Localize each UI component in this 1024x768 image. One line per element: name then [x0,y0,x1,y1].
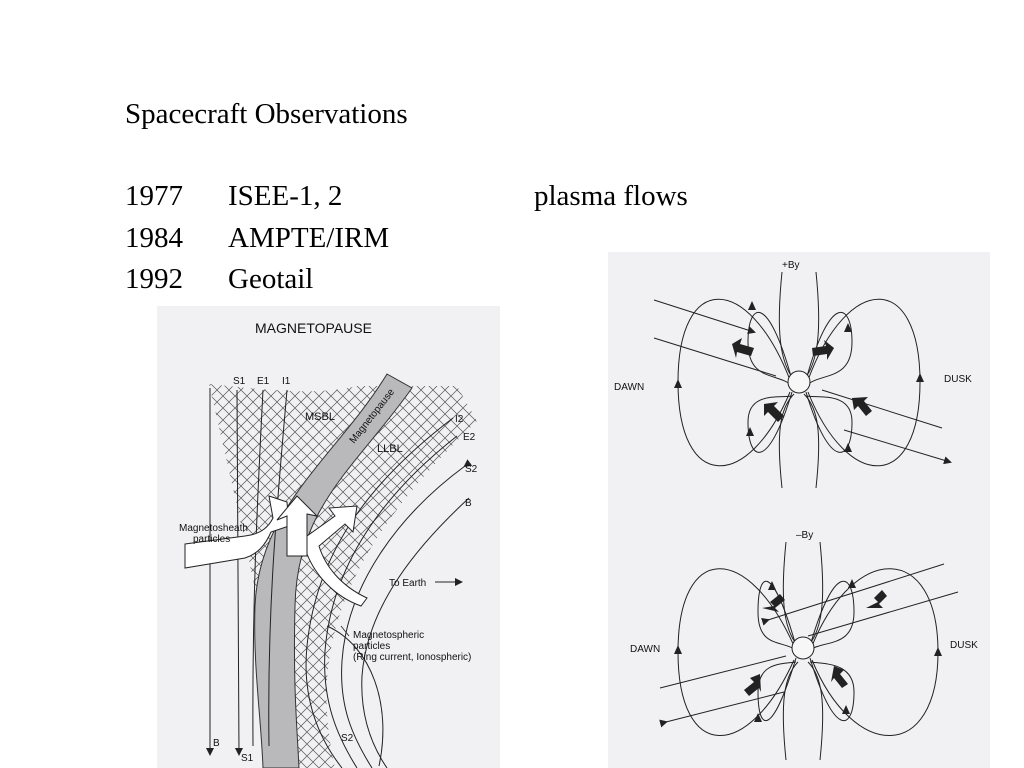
label-s1-bottom: S1 [241,753,254,764]
field-loop [805,391,853,453]
earth-circle [787,370,811,394]
bottom-dusk-label: DUSK [950,640,978,651]
field-loop [805,311,853,387]
top-flow-panel: +By DAWN DUSK [614,260,972,489]
loop-arrow [934,647,942,656]
magnetosheath-label: Magnetosheath [179,523,248,534]
bottom-panel-label: –By [796,530,813,541]
bold-flow-arrow [744,674,761,696]
label-e1: E1 [257,376,270,387]
field-line [807,541,824,647]
field-line [341,459,473,768]
field-line [803,393,820,489]
bottom-flow-panel: –By DAWN DUSK [630,530,978,761]
label-s2-bottom: S2 [341,733,354,744]
magnetospheric-flow-arrow [306,505,368,607]
field-line [807,661,824,761]
magnetospheric-label: (Ring current, Ionospheric) [353,652,471,663]
plasma-flow-diagram: +By DAWN DUSK –By DAWN [608,252,990,768]
bold-flow-arrow [762,594,785,612]
label-msbl: MSBL [305,411,335,423]
label-s2-right: S2 [465,464,478,475]
flow-line [659,655,787,689]
loop-arrow [754,713,762,722]
bold-flow-arrow [812,340,834,360]
plasma-flows-label: plasma flows [534,180,688,212]
magnetosheath-label: particles [193,534,230,545]
flow-line [843,429,952,465]
slide-title: Spacecraft Observations [125,98,408,130]
label-i1: I1 [282,376,291,387]
field-line [305,417,454,768]
field-loop [809,580,855,651]
flow-line [653,299,756,334]
mission-year: 1977 [125,180,183,212]
label-b-right: B [465,498,472,509]
field-line [803,271,820,381]
field-line [252,389,264,747]
magnetospheric-leader-line [340,625,350,637]
flow-line [821,389,943,429]
flow-line [761,563,945,626]
field-loop [747,311,793,387]
field-line [782,541,799,647]
bold-flow-arrow [732,338,754,358]
field-line [268,389,288,747]
bold-flow-arrow [866,590,887,608]
magnetopause-diagram: MAGNETOPAUSE Magnetopause S1 E1 I1 MSBL … [157,306,500,768]
bottom-dawn-label: DAWN [630,644,660,655]
flow-line [659,691,785,728]
magnetospheric-label: particles [353,641,390,652]
field-line [324,435,458,768]
bold-flow-arrow [852,397,872,416]
mission-spacecraft: AMPTE/IRM [228,222,390,254]
field-line [782,661,799,761]
flow-line [807,591,959,637]
loop-arrow [746,427,754,436]
top-dusk-label: DUSK [944,374,972,385]
top-dawn-label: DAWN [614,382,644,393]
field-loop [757,657,797,722]
label-i2: I2 [455,414,464,425]
bold-flow-arrow [764,402,784,422]
label-llbl: LLBL [377,443,403,455]
loop-arrow [916,373,924,382]
bold-flow-arrow [831,666,848,688]
mission-spacecraft: Geotail [228,263,314,295]
loop-arrow [844,323,852,332]
to-earth-label: To Earth [389,578,426,589]
field-line [361,497,470,768]
label-b-bottom: B [213,738,220,749]
mission-spacecraft: ISEE-1, 2 [228,180,343,212]
earth-circle [791,636,815,660]
label-e2: E2 [463,432,476,443]
field-line [234,389,243,756]
magnetospheric-label: Magnetospheric [353,630,424,641]
loop-arrow [842,705,850,714]
magnetopause-title: MAGNETOPAUSE [255,320,372,336]
field-loop [747,391,793,453]
mission-year: 1984 [125,222,183,254]
loop-arrow [674,379,682,388]
top-panel-label: +By [782,260,800,271]
loop-arrow [844,443,852,452]
field-line [778,393,795,489]
field-line [326,625,384,767]
loop-arrow [848,579,856,588]
loop-arrow [674,645,682,654]
label-s1-top: S1 [233,376,246,387]
mission-year: 1992 [125,263,183,295]
field-loop [809,657,855,722]
loop-arrow [748,301,756,310]
field-line [778,271,795,381]
flow-line [653,337,777,377]
loop-arrow [768,581,776,590]
